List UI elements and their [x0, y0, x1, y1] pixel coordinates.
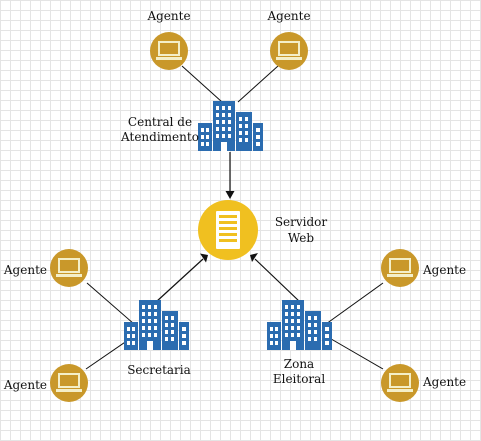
- edge-agent-left-top-secretaria: [86, 282, 135, 325]
- server-label-line1: Servidor: [275, 215, 328, 229]
- laptop-icon: [387, 373, 413, 392]
- central-building-icon: [198, 101, 263, 151]
- laptop-icon: [156, 41, 182, 60]
- server-icon: [216, 211, 240, 249]
- zona-label-line2: Eleitoral: [273, 372, 325, 386]
- laptop-icon: [56, 373, 82, 392]
- laptop-icon: [387, 258, 413, 277]
- agent-label: Agente: [422, 375, 466, 389]
- agent-label: Agente: [146, 9, 190, 23]
- edge-agent-right-top-zona: [325, 282, 384, 325]
- agent-right-top[interactable]: Agente: [381, 249, 466, 287]
- edge-agent-top-left-central: [181, 65, 223, 103]
- zona-label-line1: Zona: [284, 357, 314, 371]
- laptop-icon: [276, 41, 302, 60]
- edges: [85, 65, 384, 370]
- laptop-icon: [56, 258, 82, 277]
- server-node[interactable]: Servidor Web: [198, 200, 327, 260]
- agent-label: Agente: [3, 378, 47, 392]
- central-label-line1: Central de: [128, 115, 192, 129]
- agent-label: Agente: [422, 263, 466, 277]
- secretaria-node[interactable]: Secretaria: [124, 300, 191, 377]
- secretaria-label: Secretaria: [127, 363, 191, 377]
- arrows: [155, 152, 301, 303]
- zona-building-icon: [267, 300, 332, 350]
- edge-agent-top-right-central: [237, 65, 279, 103]
- server-label-line2: Web: [288, 231, 314, 245]
- zona-node[interactable]: Zona Eleitoral: [267, 300, 332, 386]
- agent-top-right[interactable]: Agente: [266, 9, 311, 70]
- central-label-line2: Atendimento: [120, 130, 199, 144]
- agent-label: Agente: [3, 263, 47, 277]
- arrow-central-to-server: [225, 152, 235, 199]
- edge-agent-right-bottom-zona: [325, 335, 384, 370]
- agent-label: Agente: [266, 9, 310, 23]
- agent-right-bottom[interactable]: Agente: [381, 364, 466, 402]
- arrow-zona-to-server: [250, 253, 301, 303]
- agent-left-top[interactable]: Agente: [3, 249, 88, 287]
- agent-left-bottom[interactable]: Agente: [3, 364, 88, 402]
- arrow-secretaria-to-server: [155, 253, 208, 303]
- secretaria-building-icon: [124, 300, 189, 350]
- agent-top-left[interactable]: Agente: [146, 9, 191, 70]
- central-node[interactable]: Central de Atendimento: [120, 101, 263, 151]
